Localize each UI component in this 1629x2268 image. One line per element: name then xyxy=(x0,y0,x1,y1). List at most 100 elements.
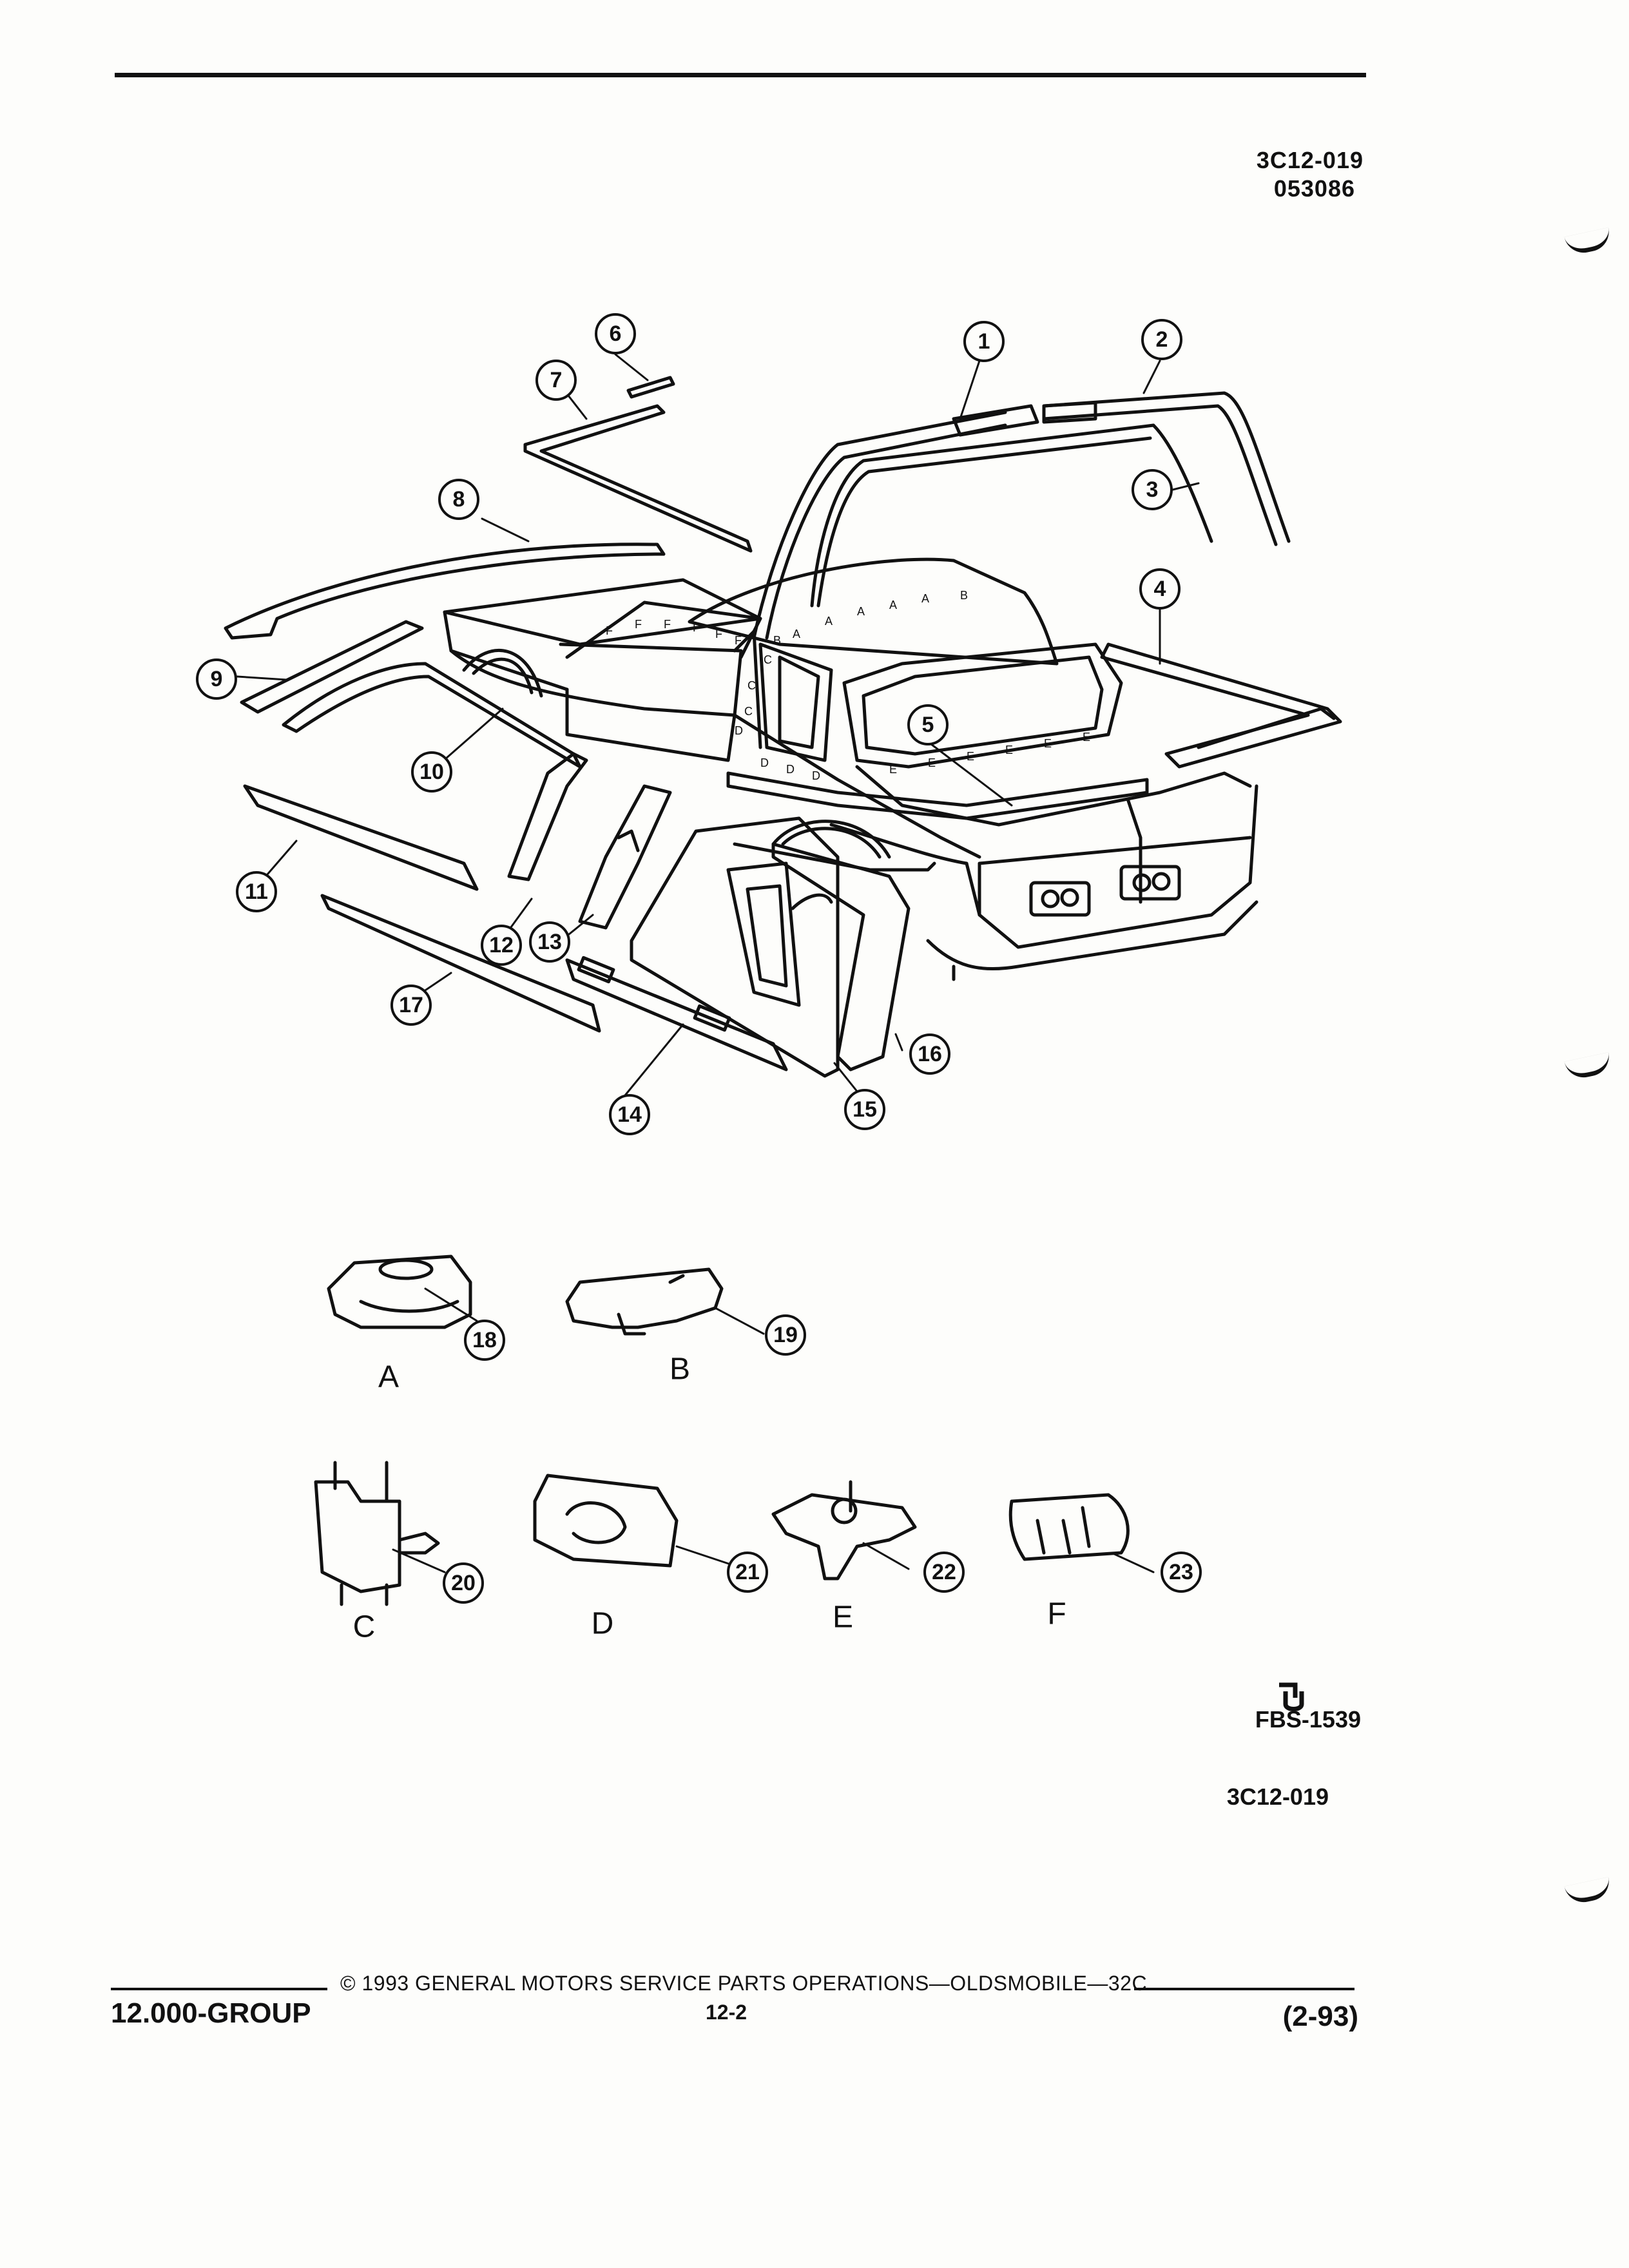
svg-text:13: 13 xyxy=(537,930,562,954)
svg-text:14: 14 xyxy=(617,1102,642,1127)
svg-text:B: B xyxy=(960,589,968,602)
callout-17: 17 xyxy=(390,985,432,1026)
svg-text:D: D xyxy=(735,724,743,737)
svg-text:7: 7 xyxy=(550,368,563,392)
document-code: 3C12-019 xyxy=(1256,147,1364,173)
clip-22 xyxy=(771,1480,917,1581)
callouts: 1 2 3 4 5 6 7 8 9 10 11 12 13 14 15 16 1… xyxy=(196,313,1202,1604)
svg-text:21: 21 xyxy=(735,1560,760,1584)
svg-text:A: A xyxy=(857,605,865,618)
part-4-deck-molding xyxy=(1100,642,1342,769)
callout-11: 11 xyxy=(236,871,277,912)
footer-page-number: 12-2 xyxy=(706,2001,747,2024)
top-rule xyxy=(115,73,1366,77)
clip-23 xyxy=(1008,1493,1130,1561)
callout-9: 9 xyxy=(196,658,237,700)
svg-text:16: 16 xyxy=(918,1042,942,1066)
callout-1: 1 xyxy=(963,321,1005,362)
part-9-fender-molding xyxy=(240,620,424,714)
svg-text:E: E xyxy=(928,756,936,769)
footer-copyright: © 1993 GENERAL MOTORS SERVICE PARTS OPER… xyxy=(340,1972,1148,1995)
callout-12: 12 xyxy=(481,925,522,966)
svg-text:A: A xyxy=(889,599,897,611)
car-body xyxy=(443,557,1258,981)
svg-text:F: F xyxy=(635,618,642,631)
variant-f: F xyxy=(1047,1597,1066,1631)
part-1-roof-molding xyxy=(752,410,1007,640)
svg-text:10: 10 xyxy=(419,760,444,784)
callout-15: 15 xyxy=(844,1089,885,1130)
svg-text:E: E xyxy=(1005,744,1013,756)
part-14-lower-door-molding xyxy=(565,958,788,1072)
callout-21: 21 xyxy=(727,1552,768,1593)
part-17-lower-rocker-molding xyxy=(320,894,601,1033)
part-7-windshield-molding xyxy=(523,404,753,553)
svg-text:8: 8 xyxy=(453,487,465,512)
svg-text:23: 23 xyxy=(1169,1560,1193,1584)
footer-rule-left xyxy=(111,1988,327,1990)
callout-16: 16 xyxy=(909,1033,950,1075)
fbs-reference: FBS-1539 xyxy=(1255,1706,1361,1733)
part-11-rocker-molding xyxy=(243,784,479,891)
svg-text:5: 5 xyxy=(922,713,934,737)
illustration-code: 3C12-019 xyxy=(1226,1783,1329,1810)
part-3-inner-molding xyxy=(810,423,1213,608)
callout-8: 8 xyxy=(438,479,479,520)
footer-revision: (2-93) xyxy=(1282,2001,1358,2032)
callout-5: 5 xyxy=(907,704,949,745)
svg-text:F: F xyxy=(735,634,742,647)
callout-3: 3 xyxy=(1132,469,1173,510)
svg-text:20: 20 xyxy=(451,1571,476,1595)
svg-text:A: A xyxy=(921,592,929,605)
variant-e: E xyxy=(833,1600,853,1635)
gm-spo-logo xyxy=(1279,1682,1304,1711)
svg-text:B: B xyxy=(773,634,781,647)
document-date: 053086 xyxy=(1273,175,1355,202)
part-16-weatherstrip xyxy=(771,842,911,1072)
svg-text:11: 11 xyxy=(245,879,268,904)
svg-text:A: A xyxy=(793,628,800,640)
callout-2: 2 xyxy=(1141,319,1182,360)
svg-text:E: E xyxy=(1044,737,1052,750)
svg-text:4: 4 xyxy=(1154,577,1166,601)
svg-text:E: E xyxy=(967,750,974,763)
svg-text:1: 1 xyxy=(978,329,990,354)
callout-23: 23 xyxy=(1161,1552,1202,1593)
svg-text:9: 9 xyxy=(211,667,223,691)
callout-6: 6 xyxy=(595,313,636,354)
svg-text:F: F xyxy=(606,624,613,637)
svg-text:19: 19 xyxy=(773,1323,798,1347)
part-8-hood-molding xyxy=(224,543,666,640)
callout-18: 18 xyxy=(464,1320,505,1361)
svg-text:F: F xyxy=(664,618,671,631)
svg-text:D: D xyxy=(760,756,769,769)
callout-7: 7 xyxy=(535,360,577,401)
svg-text:22: 22 xyxy=(932,1560,956,1584)
variant-c: C xyxy=(353,1610,376,1644)
part-2-roof-molding xyxy=(1042,391,1291,543)
variant-a: A xyxy=(378,1360,399,1394)
variant-d: D xyxy=(592,1607,614,1641)
callout-19: 19 xyxy=(765,1314,806,1356)
svg-text:12: 12 xyxy=(489,933,514,957)
callout-13: 13 xyxy=(529,921,570,963)
svg-text:A: A xyxy=(825,615,833,628)
callout-4: 4 xyxy=(1139,568,1181,610)
svg-text:C: C xyxy=(744,705,753,718)
callout-14: 14 xyxy=(609,1094,650,1135)
callout-10: 10 xyxy=(411,751,452,793)
clip-21 xyxy=(533,1474,679,1568)
clip-18 xyxy=(327,1254,472,1329)
svg-text:17: 17 xyxy=(399,993,423,1017)
svg-text:18: 18 xyxy=(472,1328,497,1352)
svg-text:F: F xyxy=(715,628,722,640)
svg-text:6: 6 xyxy=(610,322,622,346)
svg-text:15: 15 xyxy=(853,1097,877,1122)
svg-text:C: C xyxy=(764,653,772,666)
svg-text:C: C xyxy=(747,679,756,692)
svg-text:3: 3 xyxy=(1146,477,1159,502)
svg-text:F: F xyxy=(693,621,700,634)
svg-text:D: D xyxy=(812,769,820,782)
part-6-clip xyxy=(626,376,675,399)
